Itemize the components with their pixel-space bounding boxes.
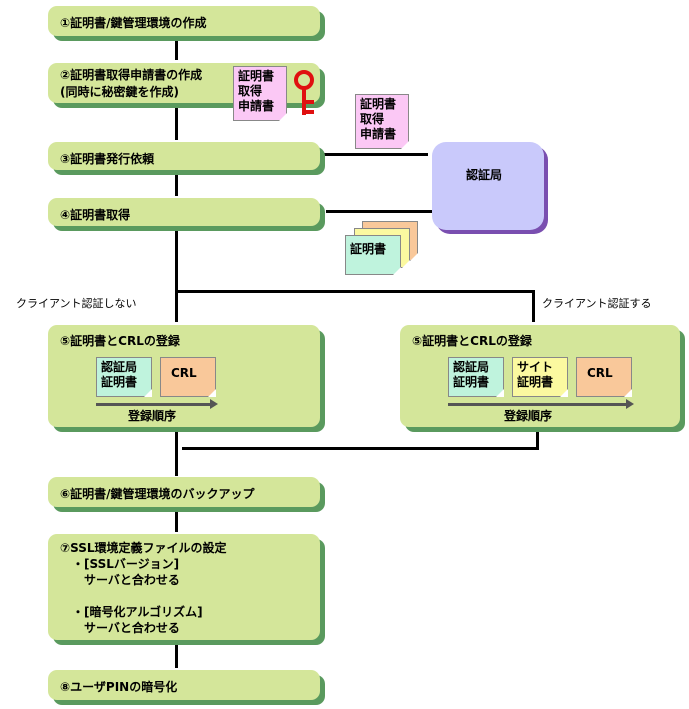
certificate-document: 証明書	[345, 235, 401, 275]
key-icon	[294, 70, 314, 115]
step-label: ②証明書取得申請書の作成 (同時に秘密鍵を作成)	[60, 68, 203, 99]
request-arrow	[322, 153, 428, 156]
order-arrow-head	[210, 399, 218, 409]
step-label: ⑤証明書とCRLの登録	[60, 334, 180, 348]
step-label: ⑥証明書/鍵管理環境のバックアップ	[60, 487, 255, 501]
step-7-ssl-config: ⑦SSL環境定義ファイルの設定 ・[SSLバージョン] サーバと合わせる ・[暗…	[48, 534, 320, 640]
order-arrow-head	[626, 399, 634, 409]
request-document-sent: 証明書 取得 申請書	[355, 94, 409, 149]
ca-certificate-doc: 認証局 証明書	[448, 357, 504, 397]
step-label: ④証明書取得	[60, 208, 131, 222]
ca-label: 認証局	[466, 168, 503, 182]
branch-line	[175, 290, 535, 293]
flow-line	[175, 228, 178, 322]
issue-arrow	[326, 210, 432, 213]
step-4-get-certificate: ④証明書取得	[48, 198, 320, 226]
step-5-register-right: ⑤証明書とCRLの登録 認証局 証明書 サイト 証明書 CRL 登録順序	[400, 325, 680, 427]
branch-label-client-auth: クライアント認証する	[542, 297, 652, 310]
order-label: 登録順序	[504, 409, 553, 423]
step-5-register-left: ⑤証明書とCRLの登録 認証局 証明書 CRL 登録順序	[48, 325, 320, 427]
step-label: ⑧ユーザPINの暗号化	[60, 680, 178, 694]
step-8-encrypt-pin: ⑧ユーザPINの暗号化	[48, 670, 320, 700]
step-6-backup: ⑥証明書/鍵管理環境のバックアップ	[48, 477, 320, 507]
step-1-create-env: ①証明書/鍵管理環境の作成	[48, 6, 320, 36]
flow-line	[175, 40, 178, 60]
merge-line	[182, 447, 539, 450]
flow-line	[175, 508, 178, 532]
flow-line	[175, 642, 178, 668]
ca-certificate-doc: 認証局 証明書	[96, 357, 152, 397]
order-arrow	[448, 403, 628, 406]
flow-line	[532, 290, 535, 322]
step-3-issue-request: ③証明書発行依頼	[48, 142, 320, 170]
request-document: 証明書 取得 申請書	[233, 66, 287, 121]
site-certificate-doc: サイト 証明書	[512, 357, 568, 397]
branch-label-no-client-auth: クライアント認証しない	[16, 297, 137, 310]
flow-line	[175, 430, 178, 476]
step-label: ①証明書/鍵管理環境の作成	[60, 16, 207, 30]
flow-line	[175, 172, 178, 196]
certificate-authority: 認証局	[432, 142, 544, 230]
step-label: ⑤証明書とCRLの登録	[412, 334, 532, 348]
order-arrow	[96, 403, 212, 406]
crl-doc: CRL	[160, 357, 216, 397]
order-label: 登録順序	[128, 409, 177, 423]
step-label: ⑦SSL環境定義ファイルの設定 ・[SSLバージョン] サーバと合わせる ・[暗…	[60, 541, 227, 635]
merge-line	[536, 430, 539, 450]
step-label: ③証明書発行依頼	[60, 152, 155, 166]
crl-doc: CRL	[576, 357, 632, 397]
flow-line	[175, 106, 178, 140]
